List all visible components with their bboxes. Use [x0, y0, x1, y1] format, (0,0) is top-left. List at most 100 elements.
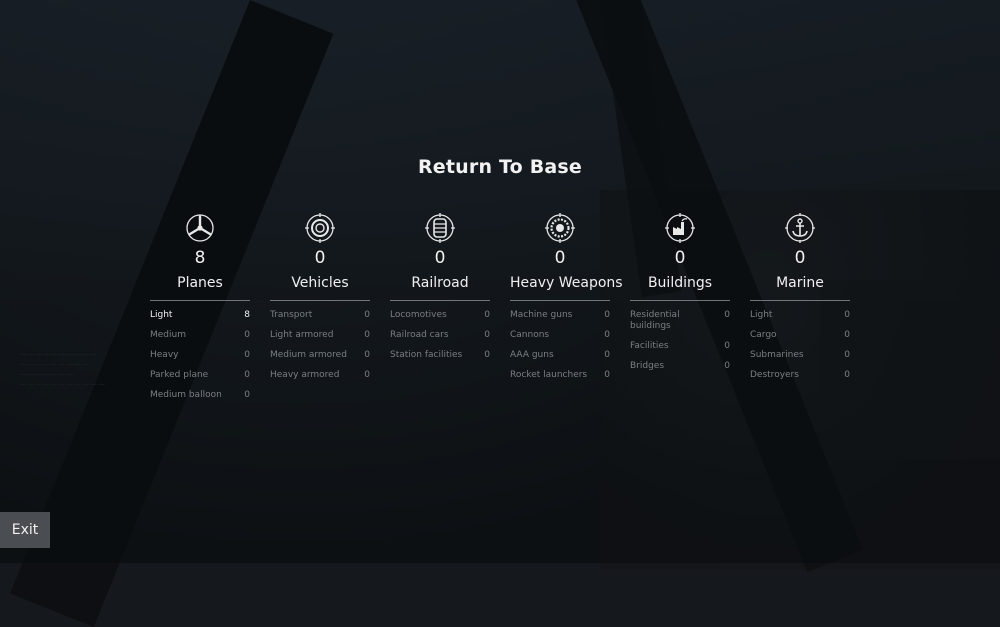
- stat-value: 0: [484, 310, 490, 320]
- category-count: 0: [794, 248, 806, 268]
- stat-row: Rocket launchers 0: [510, 370, 610, 381]
- stat-label: AAA guns: [510, 350, 554, 360]
- stat-value: 0: [844, 310, 850, 320]
- stat-label: Destroyers: [750, 370, 799, 380]
- category-name: Railroad: [411, 275, 469, 291]
- category-divider: [270, 300, 370, 301]
- stat-value: 0: [724, 310, 730, 320]
- stat-label: Medium: [150, 330, 186, 340]
- stat-row: Parked plane 0: [150, 370, 250, 381]
- stat-label: Heavy armored: [270, 370, 340, 380]
- stat-value: 0: [724, 341, 730, 351]
- stat-row: Bridges 0: [630, 361, 730, 372]
- category-divider: [750, 300, 850, 301]
- stat-value: 0: [364, 310, 370, 320]
- category-name: Marine: [776, 275, 824, 291]
- category-count: 8: [194, 248, 206, 268]
- anchor-target-icon: [784, 212, 816, 244]
- stat-label: Facilities: [630, 341, 669, 351]
- wheel-target-icon: [304, 212, 336, 244]
- stat-value: 8: [244, 310, 250, 320]
- stat-row: Heavy armored 0: [270, 370, 370, 381]
- stat-value: 0: [724, 361, 730, 371]
- stat-label: Bridges: [630, 361, 665, 371]
- stat-value: 0: [244, 390, 250, 400]
- stat-row: Cannons 0: [510, 330, 610, 341]
- stat-label: Railroad cars: [390, 330, 449, 340]
- stat-row: Light armored 0: [270, 330, 370, 341]
- stat-row: Residential buildings 0: [630, 310, 730, 332]
- stat-label: Medium armored: [270, 350, 347, 360]
- overlay-shade: [0, 0, 1000, 563]
- stat-value: 0: [244, 370, 250, 380]
- category-divider: [510, 300, 610, 301]
- stat-value: 0: [844, 330, 850, 340]
- stat-label: Residential buildings: [630, 310, 680, 331]
- category-name: Planes: [177, 275, 223, 291]
- category-count: 0: [674, 248, 686, 268]
- stat-label: Locomotives: [390, 310, 447, 320]
- stat-value: 0: [604, 310, 610, 320]
- stat-label: Light: [150, 310, 173, 320]
- stat-value: 0: [364, 370, 370, 380]
- stat-label: Rocket launchers: [510, 370, 588, 380]
- stat-label: Medium balloon: [150, 390, 222, 400]
- stat-row: Destroyers 0: [750, 370, 850, 381]
- stat-value: 0: [604, 330, 610, 340]
- stat-row: Facilities 0: [630, 341, 730, 352]
- stat-value: 0: [364, 330, 370, 340]
- stat-label: Submarines: [750, 350, 804, 360]
- category-name: Buildings: [647, 275, 713, 291]
- propeller-icon: [184, 212, 216, 244]
- exit-button[interactable]: Exit: [0, 512, 50, 548]
- stat-row: Medium armored 0: [270, 350, 370, 361]
- stat-label: Light armored: [270, 330, 334, 340]
- category-name: Heavy Weapons: [510, 275, 623, 291]
- stat-row: Railroad cars 0: [390, 330, 490, 341]
- stat-row: Medium 0: [150, 330, 250, 341]
- category-count: 0: [434, 248, 446, 268]
- category-name: Vehicles: [291, 275, 349, 291]
- stat-row: Light 8: [150, 310, 250, 321]
- category-divider: [150, 300, 250, 301]
- factory-target-icon: [664, 212, 696, 244]
- stat-value: 0: [604, 370, 610, 380]
- stat-label: Heavy: [150, 350, 179, 360]
- category-divider: [390, 300, 490, 301]
- stat-value: 0: [244, 330, 250, 340]
- category-count: 0: [314, 248, 326, 268]
- stat-row: AAA guns 0: [510, 350, 610, 361]
- stat-value: 0: [364, 350, 370, 360]
- category-count: 0: [554, 248, 566, 268]
- stat-value: 0: [604, 350, 610, 360]
- stat-label: Cannons: [510, 330, 550, 340]
- stat-row: Locomotives 0: [390, 310, 490, 321]
- stat-label: Parked plane: [150, 370, 209, 380]
- stat-value: 0: [844, 370, 850, 380]
- stat-row: Transport 0: [270, 310, 370, 321]
- category-divider: [630, 300, 730, 301]
- stat-value: 0: [484, 330, 490, 340]
- stat-label: Transport: [270, 310, 313, 320]
- rail-target-icon: [424, 212, 456, 244]
- stat-value: 0: [244, 350, 250, 360]
- stat-label: Station facilities: [390, 350, 463, 360]
